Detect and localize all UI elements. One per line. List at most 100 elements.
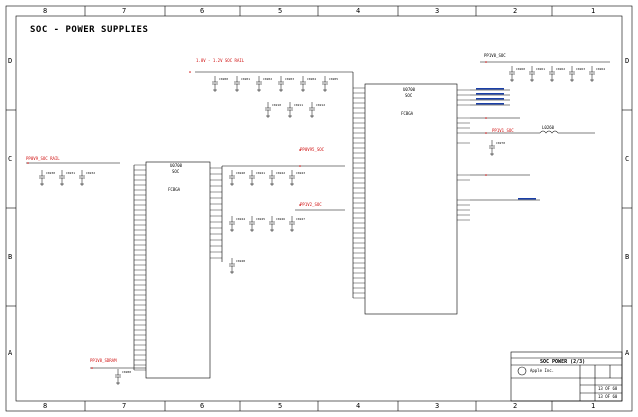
capacitor-label: C0280 (122, 370, 132, 374)
rail-label-net-out: PP1V1_SOC (492, 128, 514, 133)
capacitor-label: C0210 (272, 103, 282, 107)
capacitor-C0241 (249, 170, 255, 186)
capacitor-label: C0231 (66, 171, 76, 175)
zone-col-2: 2 (513, 7, 518, 15)
zone-row-c: C (8, 155, 13, 163)
zone-col-7-bottom: 7 (122, 402, 127, 410)
capacitor-C0240 (229, 170, 235, 186)
capacitor-label: C0204 (307, 77, 317, 81)
capacitor-label: C0212 (316, 103, 326, 107)
capacitor-C0261 (529, 66, 535, 82)
capacitor-C0244 (229, 216, 235, 232)
capacitor-label: C0230 (46, 171, 56, 175)
soc-left-package: FCBGA (168, 187, 181, 192)
zone-col-2-bottom: 2 (513, 402, 518, 410)
capacitor-label: C0240 (236, 171, 246, 175)
capacitor-C0264 (589, 66, 595, 82)
capacitor-C0245 (249, 216, 255, 232)
soc-right-ref: U0700 (403, 87, 416, 92)
capacitor-label: C0211 (294, 103, 304, 107)
capacitor-C0270 (489, 140, 495, 156)
capacitor-C0200 (212, 76, 218, 92)
capacitor-C0280 (115, 369, 121, 385)
capacitor-label: C0262 (556, 67, 566, 71)
zone-col-5-bottom: 5 (278, 402, 283, 410)
capacitor-label: C0264 (596, 67, 606, 71)
zone-col-8: 8 (43, 7, 48, 15)
inductor-label: L0260 (542, 125, 555, 130)
rail-label-mid-right-2: PP1V2_SOC (300, 202, 322, 207)
capacitor-C0203 (278, 76, 284, 92)
capacitor-C0243 (289, 170, 295, 186)
rail-label-mid-left: PP0V9_SOC RAIL (26, 156, 60, 161)
zone-col-6: 6 (200, 7, 205, 15)
capacitor-C0242 (269, 170, 275, 186)
zone-col-4-bottom: 4 (356, 402, 361, 410)
zone-col-8-bottom: 8 (43, 402, 48, 410)
zone-col-1-bottom: 1 (591, 402, 596, 410)
soc-right-package: FCBGA (401, 111, 414, 116)
zone-col-7: 7 (122, 7, 127, 15)
capacitor-C0210 (265, 102, 271, 118)
zone-row-d-right: D (625, 57, 630, 65)
capacitor-C0262 (549, 66, 555, 82)
capacitor-C0212 (309, 102, 315, 118)
zone-row-b-right: B (625, 253, 630, 261)
capacitor-label: C0263 (576, 67, 586, 71)
title-block-page: 13 OF 68 (598, 386, 618, 391)
title-block-sheet-name: SOC POWER (2/3) (540, 359, 586, 365)
sheet-title: SOC - POWER SUPPLIES (30, 25, 149, 35)
rail-label-top-right: PP1V8_SOC (484, 53, 506, 58)
zone-row-a: A (8, 349, 13, 357)
zone-col-4: 4 (356, 7, 361, 15)
capacitor-label: C0261 (536, 67, 546, 71)
capacitor-label: C0202 (263, 77, 273, 81)
title-block-page-2: 13 OF 60 (598, 394, 618, 399)
capacitor-label: C0241 (256, 171, 266, 175)
capacitor-label: C0246 (276, 217, 286, 221)
capacitor-label: C0200 (219, 77, 229, 81)
capacitor-label: C0245 (256, 217, 266, 221)
capacitor-C0205 (322, 76, 328, 92)
capacitor-C0246 (269, 216, 275, 232)
capacitor-C0248 (229, 258, 235, 274)
rail-label-top-left: 1.8V - 1.2V SOC RAIL (196, 58, 245, 63)
zone-col-6-bottom: 6 (200, 402, 205, 410)
zone-col-3: 3 (435, 7, 440, 15)
capacitor-label: C0270 (496, 141, 506, 145)
title-block-company: Apple Inc. (530, 368, 555, 373)
capacitor-label: C0248 (236, 259, 246, 263)
capacitor-label: C0203 (285, 77, 295, 81)
capacitor-C0230 (39, 170, 45, 186)
zone-col-3-bottom: 3 (435, 402, 440, 410)
rail-label-mid-right-1: PP0V95_SOC (300, 147, 325, 152)
capacitor-C0204 (300, 76, 306, 92)
capacitor-label: C0260 (516, 67, 526, 71)
zone-col-1: 1 (591, 7, 596, 15)
soc-left-ref: U0700 (170, 163, 183, 168)
capacitor-C0260 (509, 66, 515, 82)
capacitor-C0232 (79, 170, 85, 186)
soc-right-name: SOC (405, 93, 413, 98)
zone-row-d: D (8, 57, 13, 65)
zone-row-c-right: C (625, 155, 630, 163)
capacitor-C0263 (569, 66, 575, 82)
capacitor-label: C0205 (329, 77, 339, 81)
capacitor-C0202 (256, 76, 262, 92)
capacitor-C0247 (289, 216, 295, 232)
capacitor-label: C0247 (296, 217, 306, 221)
zone-col-5: 5 (278, 7, 283, 15)
capacitor-label: C0243 (296, 171, 306, 175)
capacitor-label: C0242 (276, 171, 286, 175)
capacitor-C0231 (59, 170, 65, 186)
rail-label-bottom-left: PP1V8_SDRAM (90, 358, 117, 363)
soc-left-name: SOC (172, 169, 180, 174)
capacitor-label: C0201 (241, 77, 251, 81)
zone-row-a-right: A (625, 349, 630, 357)
capacitor-label: C0244 (236, 217, 246, 221)
zone-row-b: B (8, 253, 13, 261)
capacitor-C0201 (234, 76, 240, 92)
capacitor-C0211 (287, 102, 293, 118)
